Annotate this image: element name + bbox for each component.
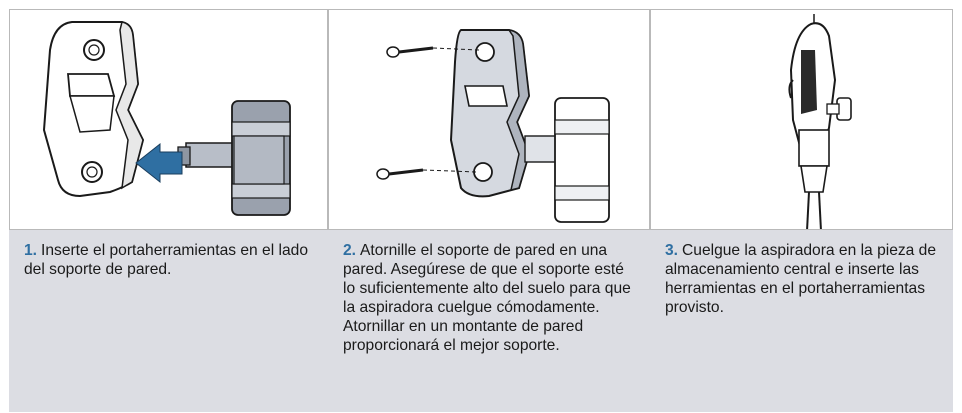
step-3-text-cell: 3.Cuelgue la aspiradora en la pieza de a… xyxy=(650,230,953,412)
step-2-illustration xyxy=(328,9,650,230)
step-1-number: 1. xyxy=(24,242,38,259)
step-1-illustration xyxy=(9,9,328,230)
step-2-text-cell: 2.Atornille el soporte de pared en una p… xyxy=(328,230,650,412)
step-3-description: 3.Cuelgue la aspiradora en la pieza de a… xyxy=(665,241,941,317)
screw-top-icon xyxy=(386,46,480,58)
step-3-text: Cuelgue la aspiradora en la pieza de alm… xyxy=(665,242,937,316)
step-1-description: 1.Inserte el portaherramientas en el lad… xyxy=(24,241,316,279)
step-3-illustration xyxy=(650,9,953,230)
step-1-text: Inserte el portaherramientas en el lado … xyxy=(24,242,308,278)
step-1-text-cell: 1.Inserte el portaherramientas en el lad… xyxy=(9,230,328,412)
insert-arrow-icon xyxy=(135,142,183,184)
instruction-table: 1.Inserte el portaherramientas en el lad… xyxy=(9,9,953,412)
step-3-number: 3. xyxy=(665,242,679,259)
step-2-text: Atornille el soporte de pared en una par… xyxy=(343,242,631,354)
step-2-number: 2. xyxy=(343,242,357,259)
step-2-description: 2.Atornille el soporte de pared en una p… xyxy=(343,241,638,355)
screw-bottom-icon xyxy=(376,168,478,180)
tool-holder-clip xyxy=(554,97,610,223)
vacuum-icon xyxy=(788,14,852,229)
